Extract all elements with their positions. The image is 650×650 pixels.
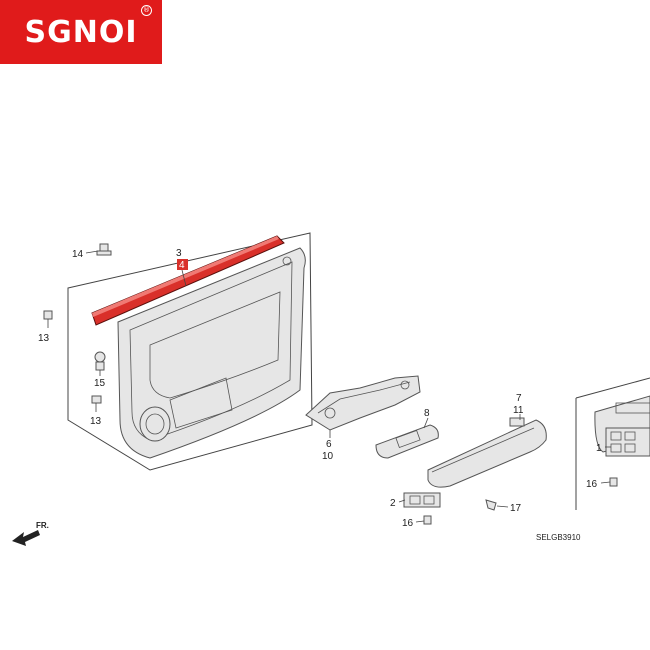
clip-17: [485, 499, 497, 511]
callout-14: 14: [72, 249, 84, 260]
callout-13a: 13: [38, 333, 50, 344]
callout-4: 4: [179, 260, 185, 271]
callout-1: 1: [596, 443, 602, 454]
leader-lines: [85, 250, 611, 523]
callout-17: 17: [510, 503, 522, 514]
clip-15: [94, 351, 106, 371]
window-switch-part: [403, 492, 441, 508]
front-direction-arrow: FR.: [12, 521, 49, 546]
callout-13b: 13: [90, 416, 102, 427]
callout-7: 7: [516, 393, 522, 404]
callout-4-box: [177, 259, 188, 270]
diagram-code: SELGB3910: [536, 533, 581, 542]
callout-15: 15: [94, 378, 106, 389]
armrest-part: [427, 417, 547, 488]
callout-3: 3: [176, 248, 182, 259]
callout-16b: 16: [402, 518, 414, 529]
callout-11: 11: [513, 405, 524, 416]
brand-logo: SGNOI ®: [0, 0, 162, 64]
callout-16a: 16: [586, 479, 598, 490]
brand-logo-text: SGNOI: [24, 14, 138, 50]
door-lining-part: [117, 247, 306, 459]
screw-13a: [43, 310, 53, 328]
switch-panel-part: [375, 424, 439, 459]
callout-6: 6: [326, 439, 332, 450]
inner-handle-part: [305, 375, 421, 431]
screw-16b: [423, 515, 432, 525]
screw-16a: [609, 477, 618, 487]
registered-mark: ®: [141, 5, 152, 16]
callout-8: 8: [424, 408, 430, 419]
weatherstrip-part: [91, 235, 285, 326]
direction-label: FR.: [36, 521, 49, 530]
clip-14: [96, 243, 112, 256]
callout-10: 10: [322, 451, 334, 462]
master-switch-inset: [575, 377, 650, 510]
screw-13b: [91, 395, 102, 404]
callout-2: 2: [390, 498, 396, 509]
